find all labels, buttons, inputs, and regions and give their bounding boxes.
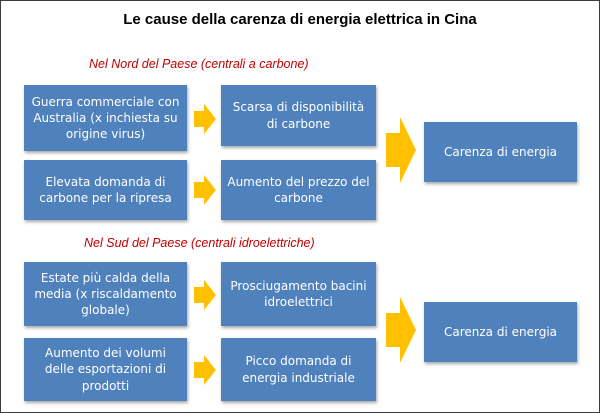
south-arrow-2-icon (194, 355, 216, 385)
south-effect-basins-text: Prosciugamento bacini idroelettrici (230, 278, 367, 309)
north-arrow-2-icon (194, 175, 216, 205)
north-section-label: Nel Nord del Paese (centrali a carbone) (89, 57, 309, 71)
south-effect-peak-demand-box: Picco domanda di energia industriale (221, 338, 376, 401)
north-result-text: Carenza di energia (443, 144, 558, 159)
north-effect-price-rise-box: Aumento del prezzo del carbone (221, 160, 376, 220)
south-effect-basins-box: Prosciugamento bacini idroelettrici (221, 262, 376, 326)
south-result-text: Carenza di energia (443, 324, 558, 339)
south-effect-peak-demand-text: Picco domanda di energia industriale (242, 354, 355, 385)
south-section-label: Nel Sud del Paese (centrali idroelettric… (84, 236, 315, 250)
north-arrow-1-icon (194, 104, 216, 134)
north-big-arrow-icon (386, 117, 416, 183)
diagram-title: Le cause della carenza di energia elettr… (123, 11, 477, 28)
north-result-box: Carenza di energia (424, 122, 577, 182)
south-cause-heat-box: Estate più calda della media (x riscalda… (24, 262, 187, 326)
south-cause-exports-box: Aumento dei volumi delle esportazioni di… (24, 338, 187, 401)
north-effect-low-supply-box: Scarsa di disponibilità di carbone (221, 85, 376, 146)
north-cause-trade-war-text: Guerra commerciale con Australia (x inch… (31, 94, 180, 142)
north-cause-coal-demand-text: Elevata domanda di carbone per la ripres… (39, 174, 172, 205)
south-result-box: Carenza di energia (424, 302, 577, 362)
south-big-arrow-icon (386, 297, 416, 363)
north-cause-coal-demand-box: Elevata domanda di carbone per la ripres… (24, 160, 187, 220)
south-cause-heat-text: Estate più calda della media (x riscalda… (34, 270, 177, 318)
south-arrow-1-icon (194, 280, 216, 310)
north-cause-trade-war-box: Guerra commerciale con Australia (x inch… (24, 85, 187, 151)
north-effect-low-supply-text: Scarsa di disponibilità di carbone (232, 100, 365, 131)
south-cause-exports-text: Aumento dei volumi delle esportazioni di… (44, 346, 167, 393)
north-effect-price-rise-text: Aumento del prezzo del carbone (227, 174, 370, 205)
